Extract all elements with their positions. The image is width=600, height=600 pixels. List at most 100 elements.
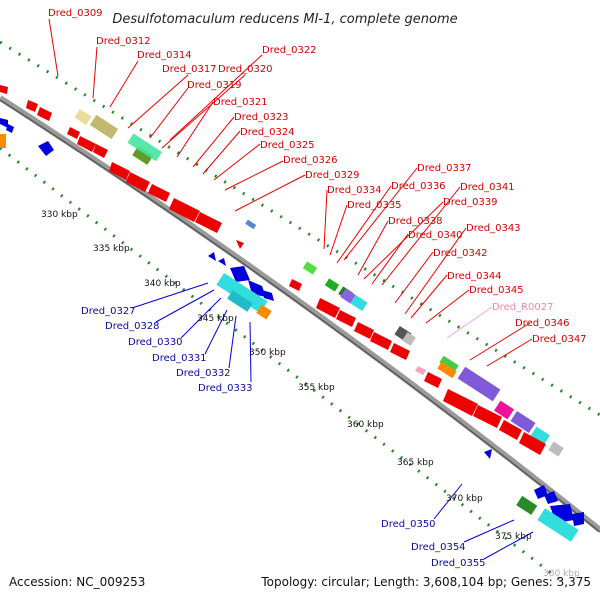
- kbp-label: 380 kbp: [543, 569, 580, 579]
- gene-label-dred-0346[interactable]: Dred_0346: [515, 318, 570, 329]
- gene-label-dred-0338[interactable]: Dred_0338: [388, 216, 443, 227]
- gene-arrow[interactable]: [6, 124, 14, 133]
- gene-label-dred-0333[interactable]: Dred_0333: [198, 383, 253, 394]
- gene-feature[interactable]: [74, 108, 92, 126]
- gene-feature[interactable]: [245, 219, 257, 230]
- gene-arrow[interactable]: [424, 372, 442, 388]
- gene-label-dred-0354[interactable]: Dred_0354: [411, 542, 466, 553]
- gene-label-dred-0332[interactable]: Dred_0332: [176, 368, 231, 379]
- gene-feature[interactable]: [216, 272, 268, 314]
- gene-arrow[interactable]: [370, 332, 392, 350]
- gene-label-dred-0341[interactable]: Dred_0341: [460, 182, 515, 193]
- gene-label-dred-0326[interactable]: Dred_0326: [283, 155, 338, 166]
- gene-label-dred-0330[interactable]: Dred_0330: [128, 337, 183, 348]
- gene-label-dred-0344[interactable]: Dred_0344: [447, 271, 502, 282]
- gene-label-dred-0314[interactable]: Dred_0314: [137, 50, 192, 61]
- gene-label-dred-0334[interactable]: Dred_0334: [327, 185, 382, 196]
- gene-feature[interactable]: [127, 133, 162, 162]
- gene-feature[interactable]: [530, 426, 550, 446]
- gene-feature[interactable]: [227, 290, 253, 312]
- gene-arrow[interactable]: [67, 127, 80, 139]
- gene-arrow[interactable]: [484, 449, 492, 459]
- gene-feature[interactable]: [132, 145, 154, 165]
- rna-gene-arrow[interactable]: [415, 366, 426, 375]
- gene-arrow[interactable]: [390, 343, 410, 360]
- gene-arrow[interactable]: [519, 432, 546, 455]
- gene-label-dred-0337[interactable]: Dred_0337: [417, 163, 472, 174]
- gene-feature[interactable]: [256, 304, 272, 320]
- gene-arrow[interactable]: [218, 258, 226, 266]
- gene-label-dred-0335[interactable]: Dred_0335: [347, 200, 402, 211]
- gene-feature[interactable]: [548, 441, 564, 457]
- gene-arrow[interactable]: [0, 85, 8, 94]
- gene-feature[interactable]: [402, 332, 416, 346]
- gene-label-dred-0329[interactable]: Dred_0329: [305, 170, 360, 181]
- gene-label-dred-0325[interactable]: Dred_0325: [260, 140, 315, 151]
- gene-feature[interactable]: [439, 355, 459, 373]
- gene-arrow[interactable]: [262, 290, 274, 301]
- gene-arrow[interactable]: [148, 184, 170, 202]
- gene-feature[interactable]: [0, 134, 6, 148]
- gene-arrow[interactable]: [572, 512, 584, 526]
- gene-arrow[interactable]: [473, 405, 502, 428]
- gene-arrow[interactable]: [169, 198, 200, 222]
- gene-arrow[interactable]: [354, 322, 374, 339]
- gene-label-dred-0317[interactable]: Dred_0317: [162, 64, 217, 75]
- gene-feature[interactable]: [302, 261, 318, 275]
- gene-label-dred-0342[interactable]: Dred_0342: [433, 248, 488, 259]
- gene-label-dred-0320[interactable]: Dred_0320: [218, 64, 273, 75]
- kbp-label: 365 kbp: [397, 458, 434, 468]
- gene-arrow[interactable]: [195, 212, 222, 233]
- forward-label-leaders: [48, 18, 533, 367]
- topology-text: Topology: circular; Length: 3,608,104 bp…: [260, 575, 591, 589]
- gene-feature[interactable]: [350, 294, 368, 312]
- gene-arrow[interactable]: [126, 172, 150, 192]
- gene-feature[interactable]: [324, 278, 340, 292]
- gene-arrow[interactable]: [230, 266, 250, 282]
- gene-feature[interactable]: [537, 508, 579, 542]
- gene-arrow[interactable]: [37, 107, 52, 121]
- gene-arrow[interactable]: [336, 310, 356, 327]
- gene-feature[interactable]: [340, 288, 356, 304]
- gene-label-dred-0309[interactable]: Dred_0309: [48, 8, 103, 19]
- gene-feature[interactable]: [510, 410, 536, 434]
- gene-arrow[interactable]: [499, 420, 522, 440]
- gene-label-dred-0347[interactable]: Dred_0347: [532, 334, 587, 345]
- gene-label-dred-0321[interactable]: Dred_0321: [213, 97, 268, 108]
- gene-arrow[interactable]: [544, 491, 558, 504]
- gene-arrow[interactable]: [93, 144, 108, 158]
- gene-feature[interactable]: [516, 495, 538, 515]
- gene-arrow[interactable]: [109, 162, 130, 180]
- gene-feature[interactable]: [437, 361, 457, 379]
- map-title: Desulfotomaculum reducens MI-1, complete…: [112, 12, 457, 27]
- gene-arrow[interactable]: [289, 279, 302, 291]
- gene-label-dred-0319[interactable]: Dred_0319: [187, 80, 242, 91]
- gene-label-dred-0327[interactable]: Dred_0327: [81, 306, 136, 317]
- gene-feature[interactable]: [89, 114, 119, 140]
- kbp-label: 350 kbp: [249, 348, 286, 358]
- gene-label-dred-0339[interactable]: Dred_0339: [443, 197, 498, 208]
- gene-label-dred-0331[interactable]: Dred_0331: [152, 353, 207, 364]
- gene-label-dred-0343[interactable]: Dred_0343: [466, 223, 521, 234]
- gene-label-dred-0336[interactable]: Dred_0336: [391, 181, 446, 192]
- gene-arrow[interactable]: [236, 240, 244, 249]
- gene-label-dred-0328[interactable]: Dred_0328: [105, 321, 160, 332]
- gene-label-dred-0312[interactable]: Dred_0312: [96, 36, 151, 47]
- gene-label-dred-r0027[interactable]: Dred_R0027: [492, 302, 554, 313]
- gene-label-dred-0323[interactable]: Dred_0323: [234, 112, 289, 123]
- gene-label-dred-0345[interactable]: Dred_0345: [469, 285, 524, 296]
- gene-arrow[interactable]: [26, 100, 38, 112]
- gene-arrow[interactable]: [208, 252, 216, 261]
- gene-label-dred-0322[interactable]: Dred_0322: [262, 45, 317, 56]
- gene-arrow[interactable]: [38, 141, 54, 156]
- gene-feature[interactable]: [457, 366, 501, 402]
- gene-arrow[interactable]: [77, 136, 96, 152]
- gene-label-dred-0350[interactable]: Dred_0350: [381, 519, 436, 530]
- gene-label-dred-0355[interactable]: Dred_0355: [431, 558, 486, 569]
- gene-label-dred-0340[interactable]: Dred_0340: [408, 230, 463, 241]
- gene-feature[interactable]: [494, 400, 514, 420]
- gene-label-dred-0324[interactable]: Dred_0324: [240, 127, 295, 138]
- gene-arrow[interactable]: [443, 389, 478, 416]
- gene-arrow[interactable]: [316, 298, 340, 318]
- gene-arrow[interactable]: [0, 118, 8, 128]
